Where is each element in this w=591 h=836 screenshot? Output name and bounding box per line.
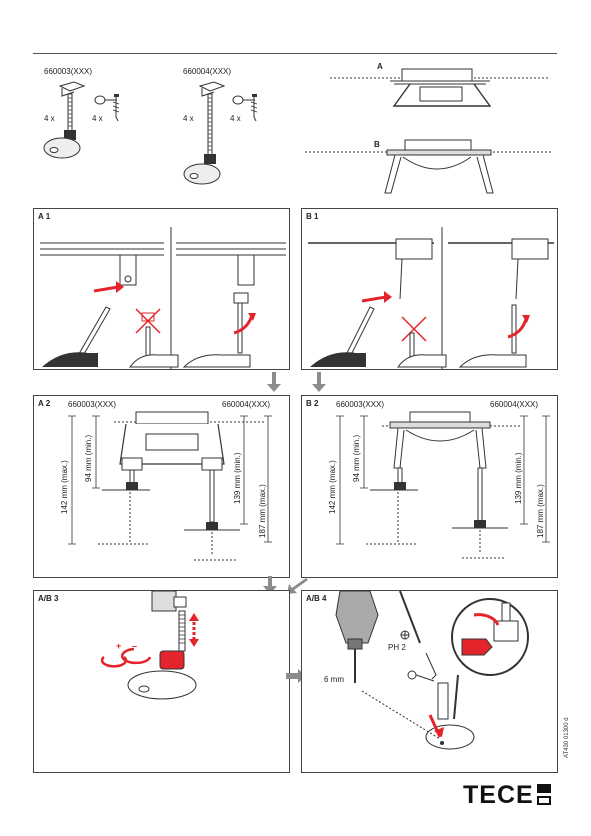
screw-set-illustration <box>232 94 258 122</box>
document-id: AT430 01300 d <box>564 717 570 758</box>
panel-label: A 1 <box>38 212 51 221</box>
panel-label: A/B 3 <box>38 594 59 603</box>
panel-b2: B 2 660003(XXX) 660004(XXX) 142 mm (max.… <box>301 395 558 578</box>
qty-label: 4 x <box>183 114 194 123</box>
turn-minus-label: – <box>132 641 138 651</box>
product-code-right: 660004(XXX) <box>222 400 271 409</box>
product-code-b: 660004(XXX) <box>183 67 232 76</box>
foot-short-illustration <box>43 81 86 159</box>
foot-long-illustration <box>183 81 226 185</box>
panel-b1: B 1 <box>301 208 558 370</box>
top-rule <box>33 53 557 54</box>
product-code-left: 660003(XXX) <box>68 400 117 409</box>
drill-size-label: 6 mm <box>324 675 344 684</box>
next-step-arrow <box>267 372 326 392</box>
screw-set-illustration <box>94 94 120 122</box>
variant-b-label: B <box>374 140 380 149</box>
product-code-left: 660003(XXX) <box>336 400 385 409</box>
panel-label: A/B 4 <box>306 594 327 603</box>
product-code-right: 660004(XXX) <box>490 400 539 409</box>
product-code-a: 660003(XXX) <box>44 67 93 76</box>
panel-a2: A 2 660003(XXX) 660004(XXX) 142 mm (max.… <box>33 395 290 578</box>
qty-label: 4 x <box>92 114 103 123</box>
qty-label: 4 x <box>44 114 55 123</box>
variant-b-illustration <box>305 139 553 194</box>
brand-logo: TECE <box>463 781 551 810</box>
panel-ab3: A/B 3 + – <box>33 590 290 773</box>
turn-plus-label: + <box>116 641 122 651</box>
qty-label: 4 x <box>230 114 241 123</box>
panel-a1: A 1 <box>33 208 290 370</box>
screwdriver-size-label: PH 2 <box>388 643 406 652</box>
panel-label: B 2 <box>306 399 319 408</box>
panel-label: B 1 <box>306 212 319 221</box>
panel-label: A 2 <box>38 399 51 408</box>
next-step-arrow <box>263 576 308 594</box>
variant-a-illustration <box>330 68 550 107</box>
panel-ab4: A/B 4 PH 2 6 mm <box>301 590 558 773</box>
variant-a-label: A <box>377 62 383 71</box>
